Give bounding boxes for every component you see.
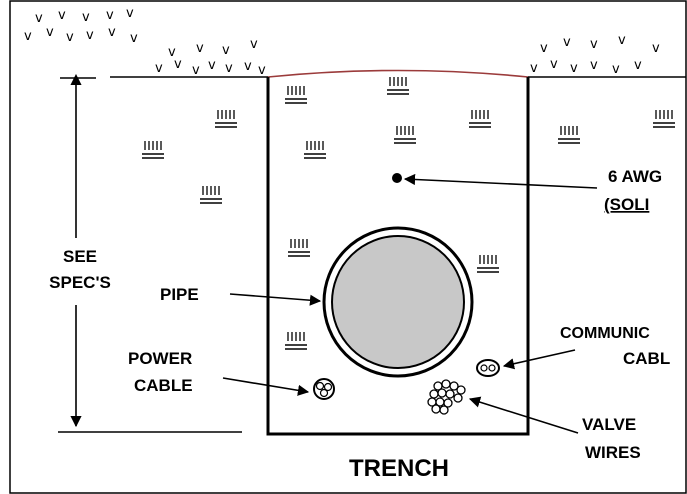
svg-text:v: v — [550, 57, 558, 72]
trench-outline — [266, 77, 530, 436]
svg-text:v: v — [590, 58, 598, 73]
svg-text:v: v — [24, 29, 32, 44]
valve-wires-label-line1: VALVE — [582, 415, 636, 434]
comm-cable-icon — [476, 359, 500, 377]
frame-border — [9, 0, 687, 494]
svg-text:v: v — [46, 25, 54, 40]
svg-text:v: v — [590, 37, 598, 52]
svg-text:v: v — [174, 57, 182, 72]
svg-text:v: v — [155, 61, 163, 76]
valve-wires-label-line2: WIRES — [585, 443, 641, 462]
pipe-label: PIPE — [160, 285, 199, 304]
svg-text:v: v — [106, 8, 114, 23]
svg-text:v: v — [250, 37, 258, 52]
svg-text:v: v — [192, 63, 200, 78]
comm-cable-label-line1: COMMUNIC — [560, 325, 650, 342]
svg-text:v: v — [35, 11, 43, 26]
svg-text:v: v — [222, 43, 230, 58]
svg-text:v: v — [196, 41, 204, 56]
svg-text:v: v — [563, 35, 571, 50]
power-cable-icon — [313, 378, 335, 400]
power-cable-leader — [222, 377, 310, 396]
trench-backfill-surface — [267, 69, 529, 78]
svg-text:v: v — [208, 58, 216, 73]
power-cable-label-line1: POWER — [128, 349, 192, 368]
svg-text:v: v — [126, 6, 134, 21]
svg-text:v: v — [130, 31, 138, 46]
pipe-leader — [229, 293, 322, 306]
svg-text:v: v — [618, 33, 626, 48]
svg-text:v: v — [82, 10, 90, 25]
ground-wire-leader — [403, 173, 598, 189]
svg-text:v: v — [225, 61, 233, 76]
svg-text:v: v — [58, 8, 66, 23]
power-cable-label-line2: CABLE — [134, 376, 193, 395]
svg-text:v: v — [168, 45, 176, 60]
svg-text:v: v — [108, 25, 116, 40]
ground-wire-dot — [392, 173, 402, 183]
svg-text:v: v — [540, 41, 548, 56]
pipe — [331, 235, 465, 369]
ground-wire-label-line2: (SOLI — [604, 195, 649, 214]
svg-text:v: v — [634, 58, 642, 73]
valve-wires-icon — [427, 379, 466, 415]
depth-label-line1: SEE — [63, 247, 97, 266]
depth-label-line2: SPEC'S — [49, 273, 111, 292]
ground-wire-label-line1: 6 AWG — [608, 167, 662, 186]
svg-text:v: v — [570, 61, 578, 76]
svg-text:v: v — [244, 59, 252, 74]
svg-text:v: v — [530, 61, 538, 76]
svg-text:v: v — [652, 41, 660, 56]
svg-text:v: v — [612, 62, 620, 77]
svg-text:v: v — [258, 63, 266, 78]
diagram-title: TRENCH — [349, 455, 449, 482]
comm-cable-leader — [502, 349, 576, 370]
comm-cable-label-line2: CABL — [623, 349, 670, 368]
svg-text:v: v — [66, 30, 74, 45]
svg-text:v: v — [86, 28, 94, 43]
valve-wires-leader — [468, 396, 579, 434]
